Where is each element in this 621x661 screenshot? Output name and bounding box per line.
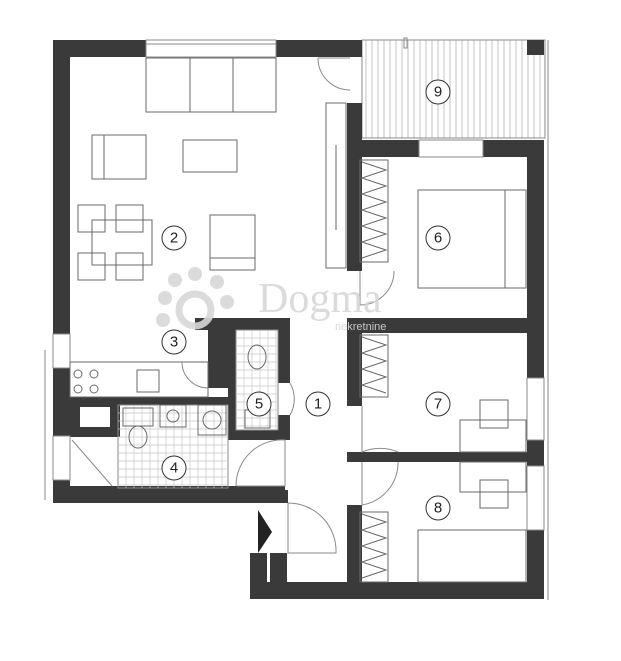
desk-icon <box>459 461 527 493</box>
room-number-7: 7 <box>425 391 451 417</box>
tv-unit-icon <box>325 102 347 269</box>
dining-table-icon <box>91 219 153 266</box>
room-number-label: 4 <box>170 460 178 477</box>
chair-icon <box>115 252 144 281</box>
room-number-circle <box>425 225 451 251</box>
bedroom-6 <box>359 159 527 289</box>
bed-icon <box>417 529 527 583</box>
entrance-arrow-icon <box>258 510 272 553</box>
room-number-circle <box>425 391 451 417</box>
room-number-label: 5 <box>255 396 263 413</box>
toilet-icon <box>247 344 267 370</box>
room-number-9: 9 <box>425 79 451 105</box>
room-number-1: 1 <box>305 391 331 417</box>
desk-icon <box>459 419 527 453</box>
windows <box>44 37 549 600</box>
wardrobe-icon <box>359 159 389 263</box>
room-labels: 1 2 3 4 5 6 7 8 9 <box>161 79 451 521</box>
room-number-label: 2 <box>170 230 178 247</box>
room-number-label: 3 <box>170 334 178 351</box>
room-number-4: 4 <box>161 455 187 481</box>
chair-icon <box>115 204 144 233</box>
room-number-circle <box>305 391 331 417</box>
kitchen <box>69 361 209 398</box>
bathroom-5 <box>235 329 279 431</box>
door-swing-icon <box>361 406 399 453</box>
bedroom-7 <box>359 334 527 453</box>
room-number-2: 2 <box>161 225 187 251</box>
room-number-label: 6 <box>434 230 442 247</box>
chair-icon <box>479 479 509 509</box>
bed-icon <box>417 189 527 289</box>
door-swing-icon <box>317 57 351 91</box>
door-swing-icon <box>287 502 337 554</box>
walls <box>53 40 544 599</box>
room-number-5: 5 <box>246 391 272 417</box>
armchair-icon <box>209 214 256 271</box>
room-number-circle <box>161 225 187 251</box>
washing-machine-icon <box>197 404 227 436</box>
bathroom-4 <box>71 404 229 489</box>
living-furniture <box>77 57 347 281</box>
toilet-icon <box>128 425 148 449</box>
coffee-table-icon <box>182 139 238 173</box>
wardrobe-icon <box>359 334 389 398</box>
stove-icon <box>73 369 99 394</box>
room-number-label: 9 <box>434 84 442 101</box>
chair-icon <box>77 252 106 281</box>
door-swing-icon <box>181 361 209 389</box>
doors <box>181 57 399 554</box>
chair-icon <box>479 399 509 429</box>
room-number-6: 6 <box>425 225 451 251</box>
room-number-circle <box>246 391 272 417</box>
chair-icon <box>77 204 106 233</box>
room-number-3: 3 <box>161 329 187 355</box>
watermark-subtitle: nekretnine <box>335 321 386 333</box>
room-number-circle <box>425 495 451 521</box>
room-number-circle <box>161 455 187 481</box>
room-number-circle <box>161 329 187 355</box>
door-swing-icon <box>359 270 395 306</box>
room-number-label: 7 <box>434 396 442 413</box>
sink-icon <box>159 404 187 428</box>
room-number-circle <box>425 79 451 105</box>
balcony <box>361 39 546 139</box>
room-number-label: 1 <box>314 396 322 413</box>
room-number-8: 8 <box>425 495 451 521</box>
armchair-icon <box>91 134 147 180</box>
sofa-icon <box>145 57 277 113</box>
bedroom-8 <box>359 461 527 583</box>
door-swing-icon <box>235 439 286 487</box>
watermark-name: Dogma <box>258 276 382 322</box>
room-number-label: 8 <box>434 500 442 517</box>
sink-icon <box>136 369 160 393</box>
door-swing-icon <box>289 382 295 416</box>
wardrobe-icon <box>359 511 389 583</box>
door-swing-icon <box>361 461 399 506</box>
